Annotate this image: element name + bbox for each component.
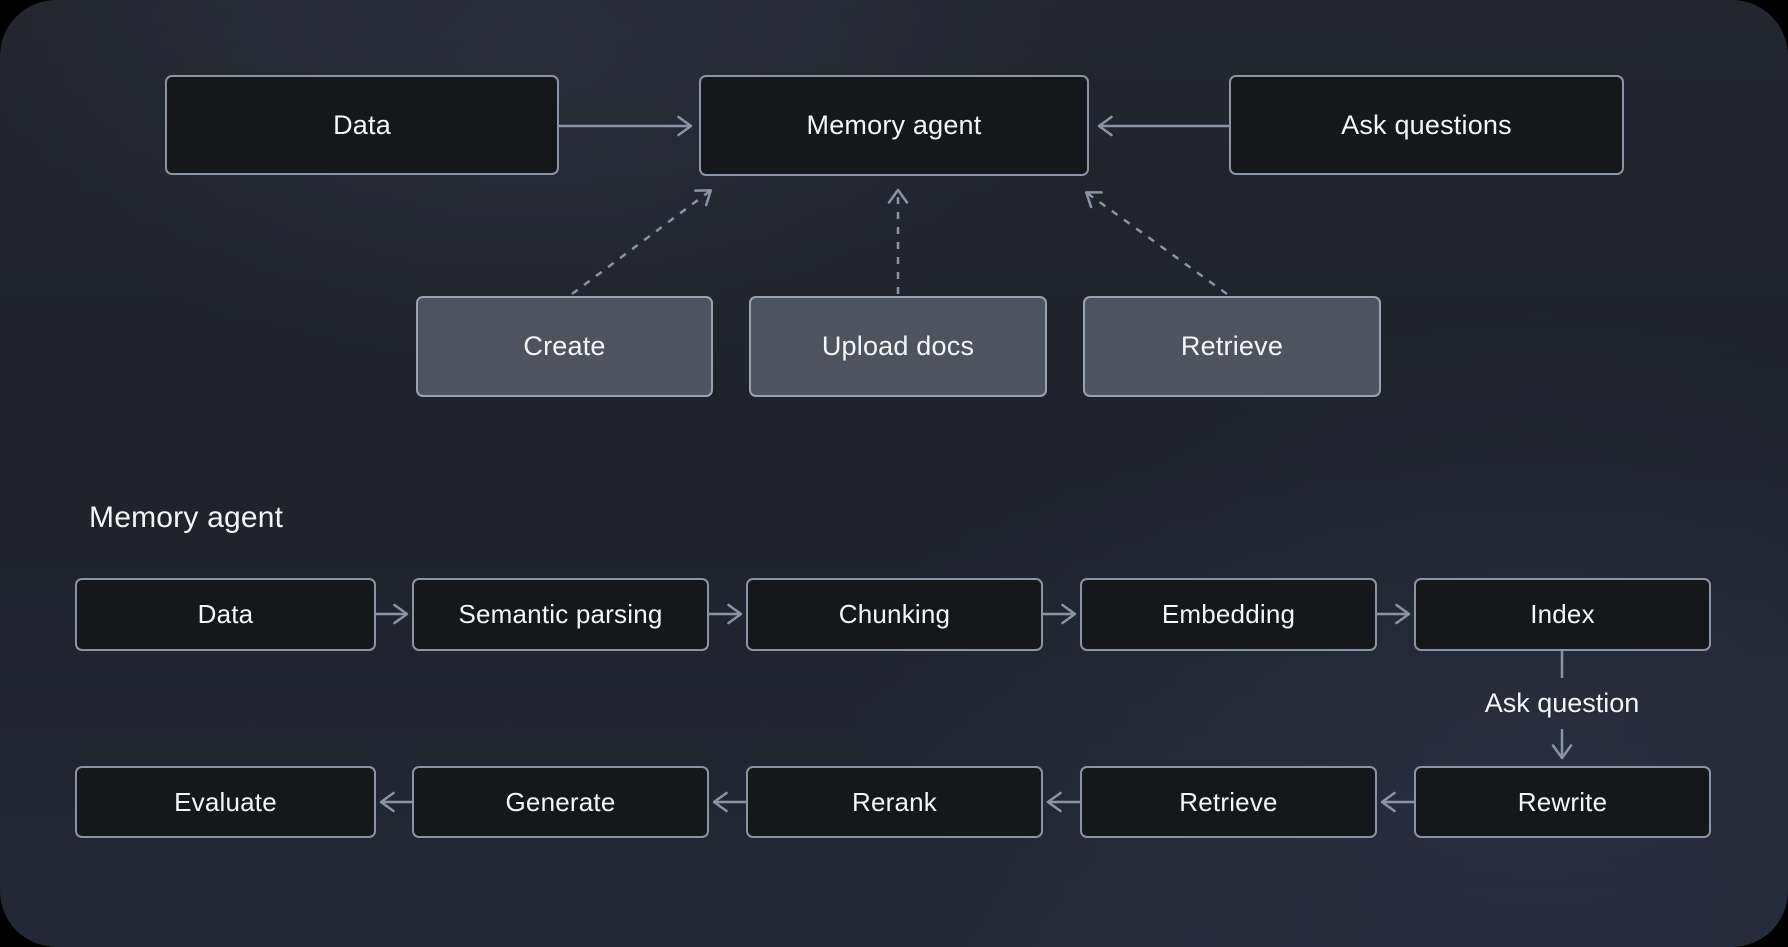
node-retrieve-action-label: Retrieve xyxy=(1180,331,1284,361)
node-ask-questions-label: Ask questions xyxy=(1341,109,1512,140)
node-detail-data: Data xyxy=(75,578,376,651)
node-evaluate: Evaluate xyxy=(75,766,376,838)
node-generate: Generate xyxy=(412,766,709,838)
node-ask-questions: Ask questions xyxy=(1229,75,1624,175)
node-memory-agent: Memory agent xyxy=(699,75,1089,176)
node-chunking-label: Chunking xyxy=(838,599,951,629)
node-retrieve-action: Retrieve xyxy=(1083,296,1381,397)
node-embedding-label: Embedding xyxy=(1161,599,1296,629)
node-evaluate-label: Evaluate xyxy=(174,786,277,817)
node-semantic-parsing: Semantic parsing xyxy=(412,578,709,651)
node-rewrite-label: Rewrite xyxy=(1517,786,1608,817)
edge-label-ask-question: Ask question xyxy=(1484,688,1640,718)
node-rerank: Rerank xyxy=(746,766,1043,838)
node-rewrite: Rewrite xyxy=(1414,766,1711,838)
node-rerank-label: Rerank xyxy=(851,786,937,817)
node-detail-retrieve: Retrieve xyxy=(1080,766,1377,838)
node-generate-label: Generate xyxy=(505,786,616,817)
edge-create-to-memory-agent xyxy=(571,189,713,296)
node-data: Data xyxy=(165,75,559,175)
node-chunking: Chunking xyxy=(746,578,1043,651)
node-memory-agent-label: Memory agent xyxy=(806,110,982,140)
node-upload-docs-label: Upload docs xyxy=(821,331,975,361)
node-upload-docs: Upload docs xyxy=(749,296,1047,397)
node-create-label: Create xyxy=(523,331,606,361)
node-detail-retrieve-label: Retrieve xyxy=(1179,786,1278,817)
section-title: Memory agent xyxy=(89,501,284,534)
edge-retrieve-to-memory-agent xyxy=(1084,191,1228,296)
node-create: Create xyxy=(416,296,713,397)
node-semantic-parsing-label: Semantic parsing xyxy=(458,599,663,629)
node-embedding: Embedding xyxy=(1080,578,1377,651)
node-data-label: Data xyxy=(333,109,391,140)
node-detail-data-label: Data xyxy=(197,599,254,629)
node-index-label: Index xyxy=(1530,599,1595,629)
node-index: Index xyxy=(1414,578,1711,651)
